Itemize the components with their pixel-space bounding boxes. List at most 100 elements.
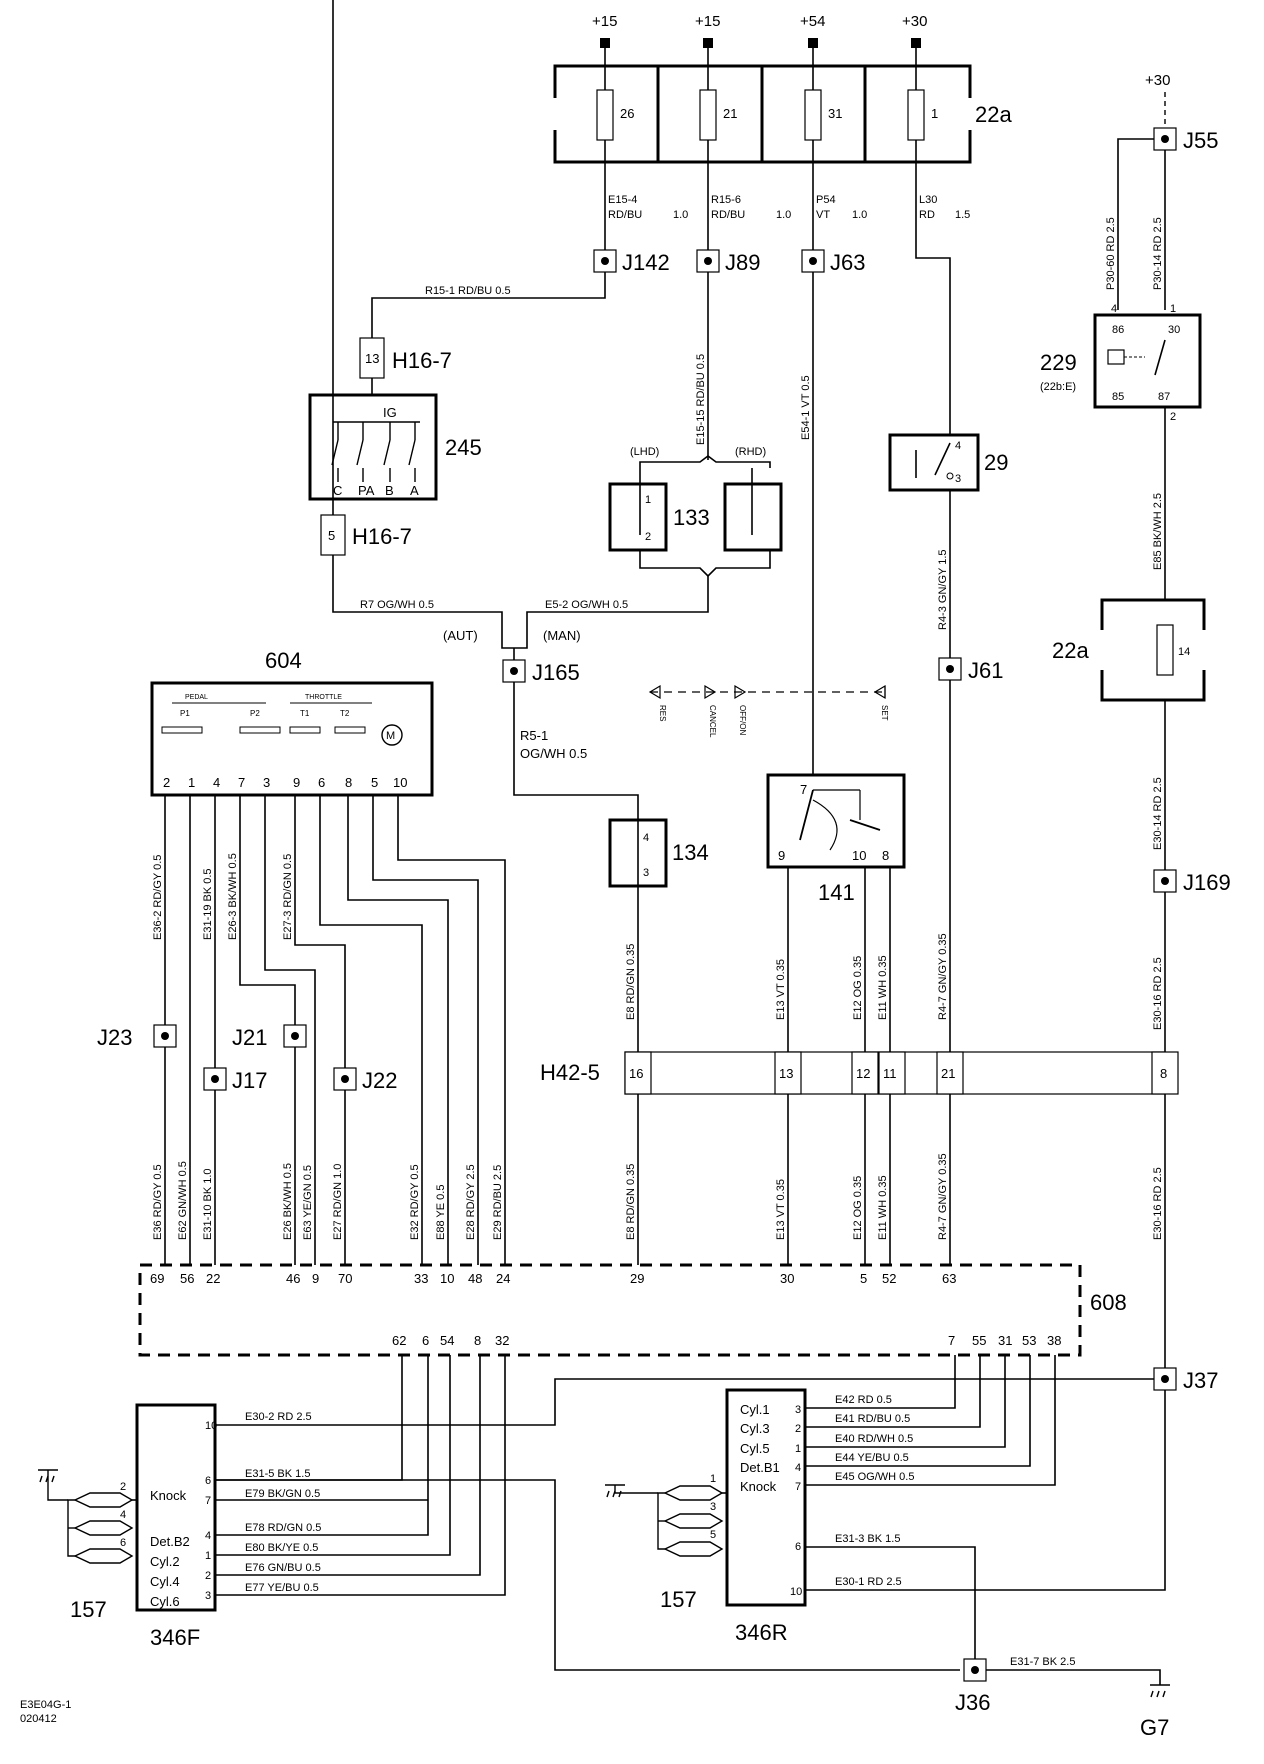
k346r-1: 1	[710, 1473, 716, 1485]
p134-pin4: 4	[643, 832, 649, 844]
r5-1-label: R5-1	[520, 728, 548, 743]
e5-2-label: E5-2 OG/WH 0.5	[545, 599, 628, 611]
p141-pin10: 10	[852, 848, 866, 863]
h42-pin8: 8	[1160, 1066, 1167, 1081]
m346r-w4: E45 OG/WH 0.5	[835, 1471, 914, 1483]
h16-7-label-top: H16-7	[392, 348, 452, 373]
p30-60-label: P30-60 RD 2.5	[1105, 217, 1117, 290]
m346f-detb2: Det.B2	[150, 1534, 190, 1549]
footer: E3E04G-1 020412	[20, 1699, 71, 1725]
c604-wire-labels-upper: E36-2 RD/GY 0.5 E31-19 BK 0.5 E26-3 BK/W…	[152, 853, 294, 940]
k346f-4: 4	[120, 1509, 126, 1521]
ecu-pin54: 54	[440, 1333, 454, 1348]
connector-h16-7-bottom: 5 H16-7 R7 OG/WH 0.5	[320, 499, 503, 640]
uw-e31-19: E31-19 BK 0.5	[202, 868, 214, 940]
lw-e28: E28 RD/GY 2.5	[465, 1164, 477, 1240]
lw-e63: E63 YE/GN 0.5	[302, 1165, 314, 1240]
p141-pin8: 8	[882, 848, 889, 863]
j169-label: J169	[1183, 870, 1231, 895]
m346r-pin2: 2	[795, 1423, 801, 1435]
j37: J37	[215, 1367, 1218, 1591]
m346f-cyl4: Cyl.4	[150, 1574, 180, 1589]
m346f-id: 346F	[150, 1625, 200, 1650]
j61: J61	[938, 657, 1003, 683]
m346r-detb1: Det.B1	[740, 1460, 780, 1475]
lw-e36: E36 RD/GY 0.5	[152, 1164, 164, 1240]
p133-pin2: 2	[645, 531, 651, 543]
m346r-id: 346R	[735, 1620, 788, 1645]
junctions-top: J142 J89 J63	[593, 200, 865, 275]
ecu-pin5: 5	[860, 1271, 867, 1286]
p29-pin4: 4	[955, 440, 961, 452]
pedal-label: PEDAL	[185, 694, 208, 701]
supply-2: +15	[695, 13, 720, 30]
aut-label: (AUT)	[443, 628, 478, 643]
ecu-pin33: 33	[414, 1271, 428, 1286]
h42-pin21: 21	[941, 1066, 955, 1081]
mode-cancel: CANCEL	[708, 705, 717, 738]
fuse-31: 31	[828, 106, 842, 121]
m346f-cyl6: Cyl.6	[150, 1594, 180, 1609]
connector-h42-5: H42-5 16 13 12 11 21 8	[540, 1051, 1179, 1095]
k346r-5: 5	[710, 1529, 716, 1541]
m346r-w1: E41 RD/BU 0.5	[835, 1413, 910, 1425]
uw-e26-3: E26-3 BK/WH 0.5	[227, 853, 239, 940]
r229-85: 85	[1112, 391, 1124, 403]
lhd-label: (LHD)	[630, 446, 659, 458]
j22-label: J22	[362, 1068, 397, 1093]
fuse-14: 14	[1178, 646, 1190, 658]
wire-p54-gauge: 1.0	[852, 209, 867, 221]
mode-offon: OFF/ON	[738, 705, 747, 735]
fuse-1: 1	[931, 106, 938, 121]
m346f-pin2: 2	[205, 1570, 211, 1582]
component-29: 4 3 29 R4-3 GN/GY 1.5	[888, 433, 1008, 658]
h42-pin16: 16	[629, 1066, 643, 1081]
lw-e88: E88 YE 0.5	[435, 1185, 447, 1240]
ecu-pin38: 38	[1047, 1333, 1061, 1348]
uw-e12: E12 OG 0.35	[852, 956, 864, 1020]
wire-r15-6: R15-6	[711, 194, 741, 206]
c604-pin3: 3	[263, 775, 270, 790]
m346r-cyl1: Cyl.1	[740, 1402, 770, 1417]
man-label: (MAN)	[543, 628, 581, 643]
cruise-mode-labels: RES CANCEL OFF/ON SET	[658, 705, 889, 738]
e30-16a-label: E30-16 RD 2.5	[1152, 957, 1164, 1030]
m346f-knock: Knock	[150, 1488, 187, 1503]
wire-r15-1: R15-1 RD/BU 0.5	[371, 272, 606, 338]
wire-l30-path	[915, 200, 951, 435]
term-a: A	[410, 483, 419, 498]
c604-pin1: 1	[188, 775, 195, 790]
p30-14-label: P30-14 RD 2.5	[1152, 217, 1164, 290]
m346f-pin4: 4	[205, 1530, 211, 1542]
c604-pin6: 6	[318, 775, 325, 790]
k346f-6: 6	[120, 1537, 126, 1549]
fuse-22a-right: 14 22a E30-14 RD 2.5	[1052, 598, 1207, 870]
m346r-w5: E31-3 BK 1.5	[835, 1533, 900, 1545]
h16-pin5: 5	[328, 528, 335, 543]
lw-e31-10: E31-10 BK 1.0	[202, 1168, 214, 1240]
k346r-3: 3	[710, 1501, 716, 1513]
m346f-pin1: 1	[205, 1550, 211, 1562]
r229-ext2: 2	[1170, 411, 1176, 423]
p134-pin3: 3	[643, 867, 649, 879]
ecu-pin46: 46	[286, 1271, 300, 1286]
c604-pin4: 4	[213, 775, 220, 790]
wire-r15-6-color: RD/BU	[711, 209, 745, 221]
m346f-pin10: 10	[205, 1420, 217, 1432]
ecu-pin29: 29	[630, 1271, 644, 1286]
h42-5-label: H42-5	[540, 1060, 600, 1085]
wire-e15-15: E15-15 RD/BU 0.5	[695, 272, 709, 460]
j61-label: J61	[968, 658, 1003, 683]
m346f-w1: E31-5 BK 1.5	[245, 1468, 310, 1480]
ecu-pin69: 69	[150, 1271, 164, 1286]
supply-terminals: +15 +15 +54 +30	[592, 13, 927, 48]
ignition-switch-245: IG C PA B A 245	[308, 0, 482, 501]
ecu-bottom-wires	[215, 1355, 1056, 1596]
h42-pin13: 13	[779, 1066, 793, 1081]
r229-86: 86	[1112, 324, 1124, 336]
junctions-left: J23 J17 J21 J22	[97, 1024, 397, 1093]
m346f-pin3: 3	[205, 1590, 211, 1602]
uw-e36-2: E36-2 RD/GY 0.5	[152, 855, 164, 940]
h42-pin12: 12	[856, 1066, 870, 1081]
wire-p54-color: VT	[816, 209, 830, 221]
